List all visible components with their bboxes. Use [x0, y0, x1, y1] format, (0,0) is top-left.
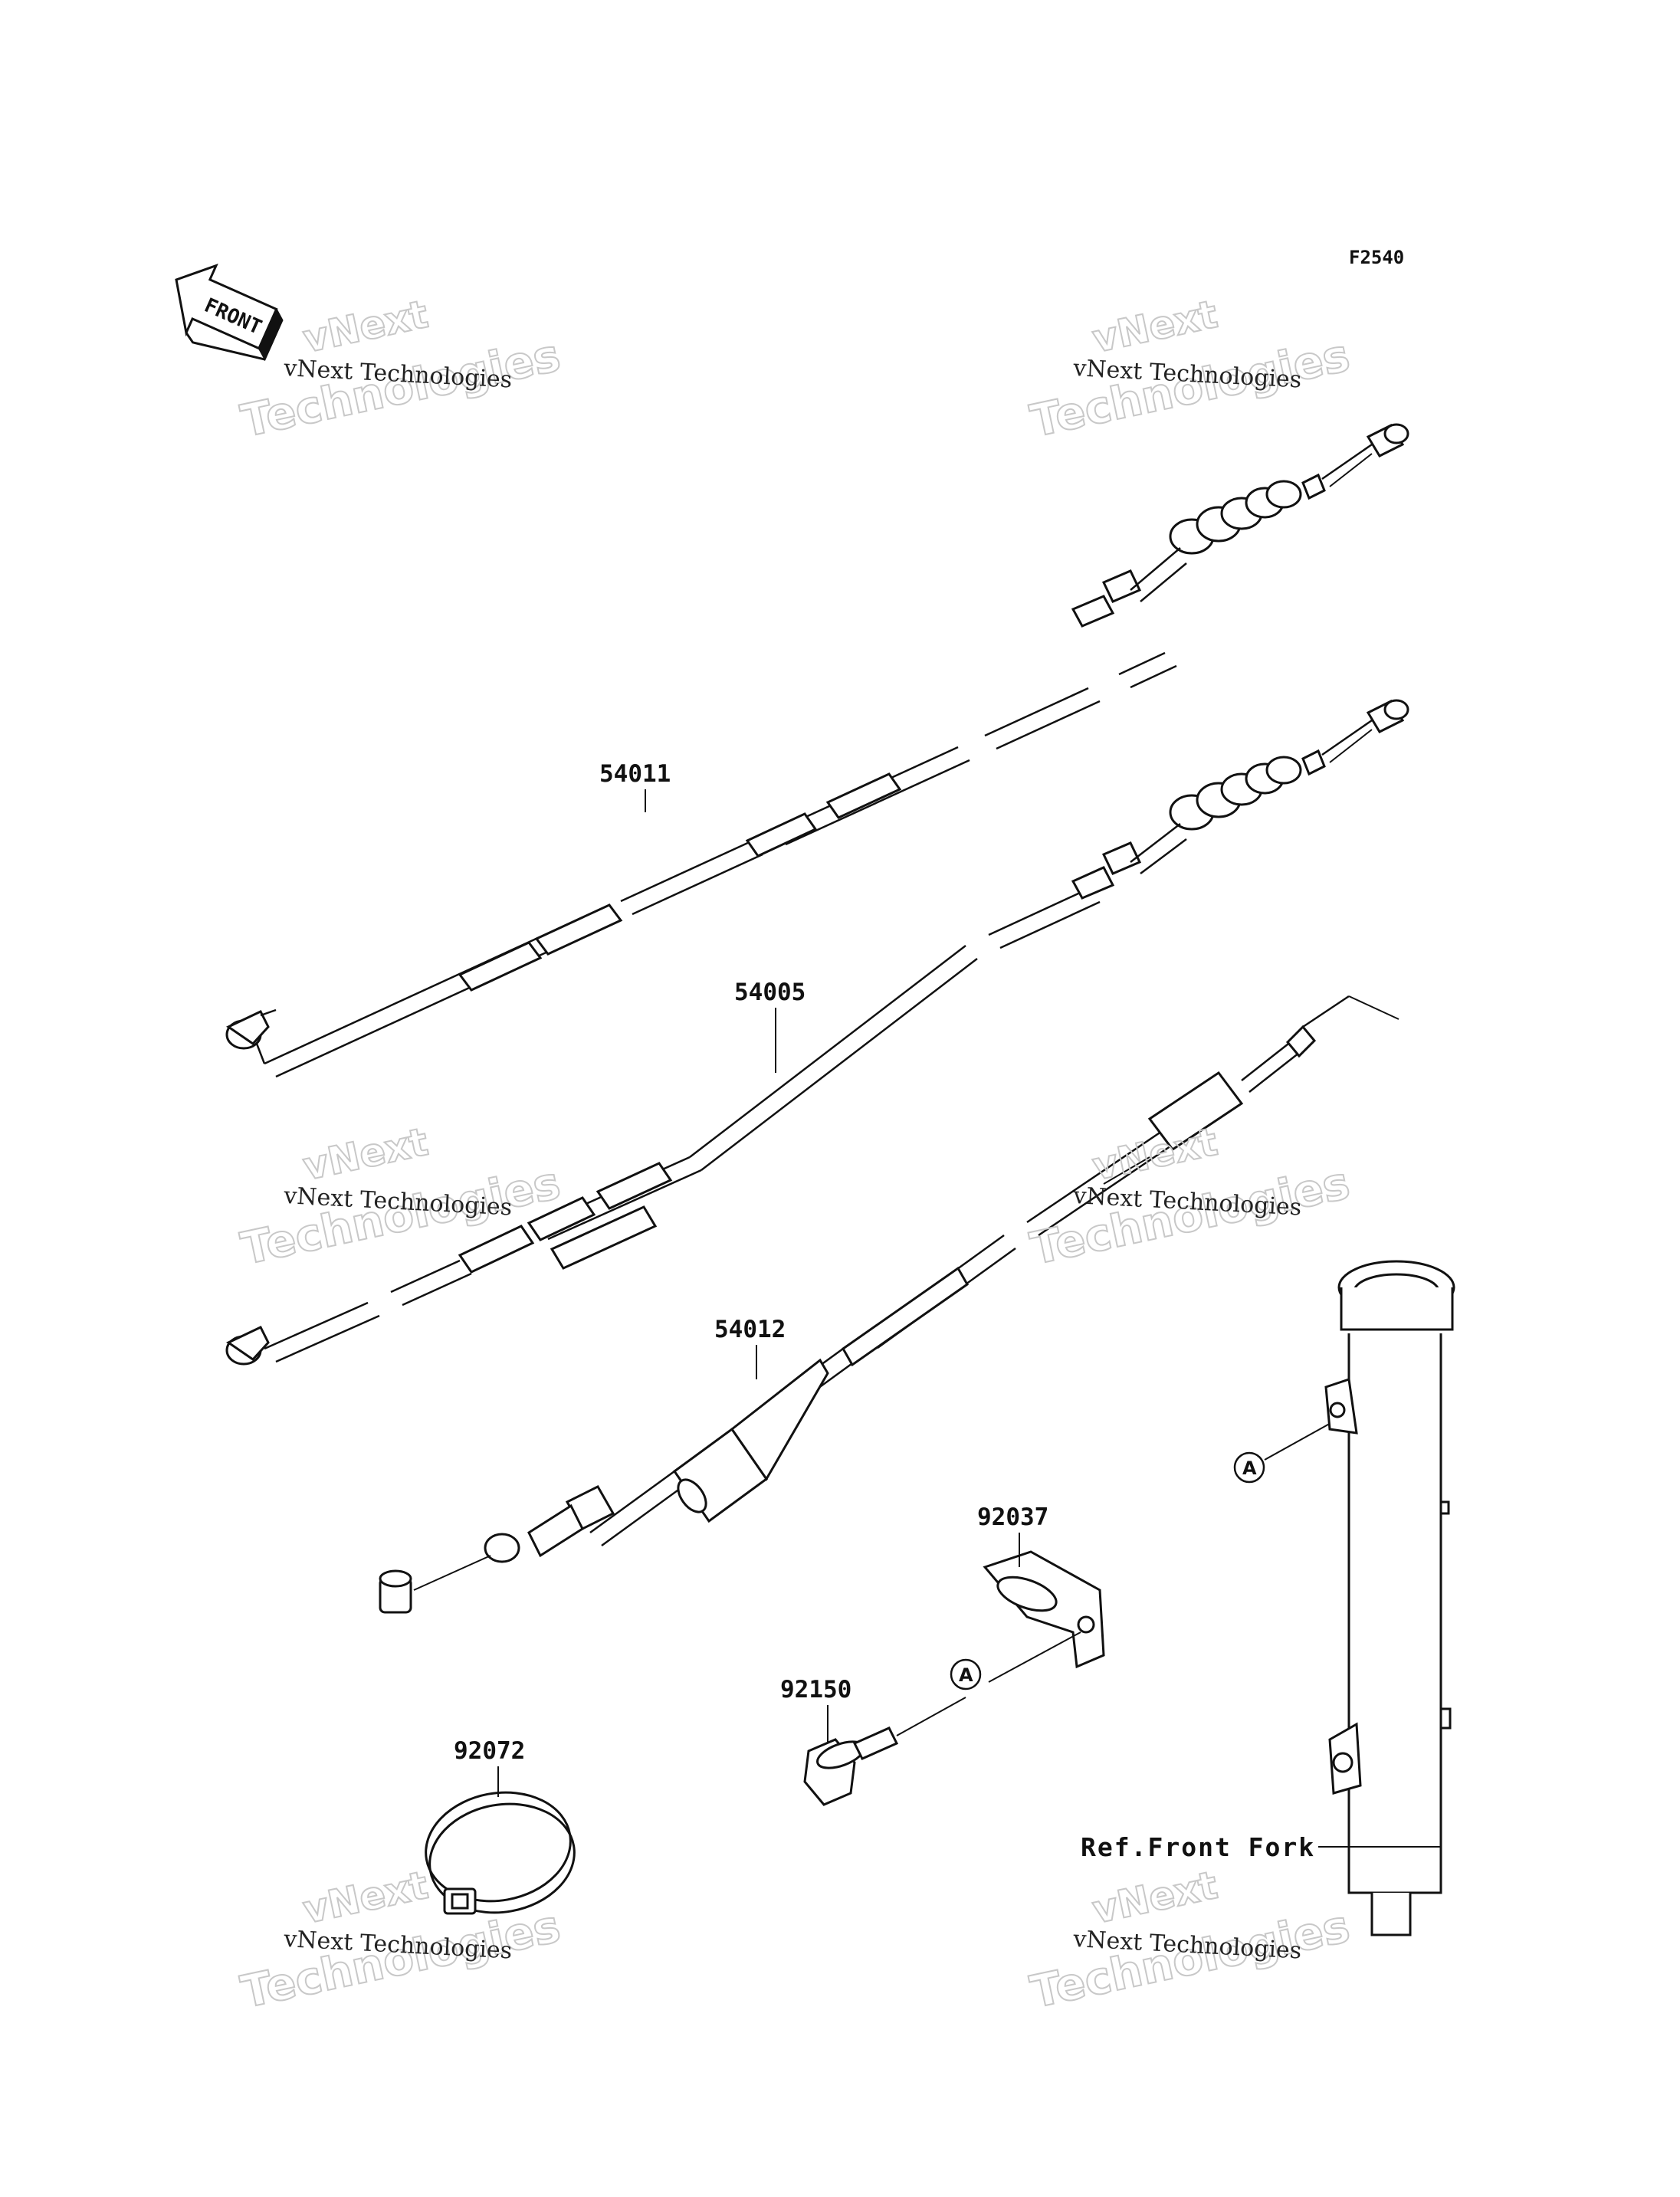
part-label-92037: 92037: [977, 1503, 1048, 1531]
part-label-54011: 54011: [599, 760, 671, 788]
watermark-top-left: vNext Technologies vNext Technologies: [236, 291, 566, 448]
clamp-92037: 92037: [977, 1503, 1105, 1669]
svg-text:Technologies: Technologies: [237, 1156, 565, 1274]
cable-54011: 54011: [225, 423, 1409, 1078]
svg-text:Technologies: Technologies: [1026, 329, 1354, 447]
watermark-bottom-right: vNext Technologies vNext Technologies: [1025, 1862, 1355, 2019]
svg-text:vNext: vNext: [299, 292, 431, 362]
svg-text:vNext: vNext: [299, 1120, 431, 1189]
band-92072: 92072: [425, 1737, 576, 1915]
connector-a-upper: A: [1233, 1451, 1265, 1484]
svg-text:A: A: [1242, 1458, 1257, 1479]
svg-text:vNext: vNext: [1088, 292, 1221, 362]
connector-a-lower: A: [950, 1658, 982, 1690]
watermark-top-right: vNext Technologies vNext Technologies: [1025, 291, 1355, 448]
ref-front-fork-label: Ref.Front Fork: [1081, 1832, 1315, 1862]
svg-text:vNext: vNext: [1088, 1120, 1221, 1189]
svg-text:A: A: [959, 1664, 973, 1686]
part-label-54012: 54012: [714, 1316, 786, 1343]
part-label-54005: 54005: [734, 979, 806, 1006]
watermark-bottom-left: vNext Technologies vNext Technologies: [236, 1862, 566, 2019]
svg-text:Technologies: Technologies: [237, 1900, 565, 2018]
diagram-code: F2540: [1349, 247, 1404, 268]
part-label-92072: 92072: [454, 1737, 525, 1765]
cable-54012: 54012: [379, 995, 1399, 1614]
svg-text:vNext: vNext: [299, 1863, 431, 1933]
part-label-92150: 92150: [780, 1676, 851, 1703]
cable-54005: 54005: [225, 699, 1409, 1366]
svg-text:vNext: vNext: [1088, 1863, 1221, 1933]
svg-text:Technologies: Technologies: [1026, 1156, 1354, 1274]
watermark-mid-right: vNext Technologies vNext Technologies: [1025, 1119, 1355, 1276]
front-arrow-icon: FRONT: [175, 263, 284, 362]
bolt-92150: 92150: [780, 1676, 899, 1806]
svg-text:Technologies: Technologies: [1026, 1900, 1354, 2018]
svg-text:Technologies: Technologies: [237, 329, 565, 447]
front-fork-tube: Ref.Front Fork: [1081, 1260, 1455, 1936]
